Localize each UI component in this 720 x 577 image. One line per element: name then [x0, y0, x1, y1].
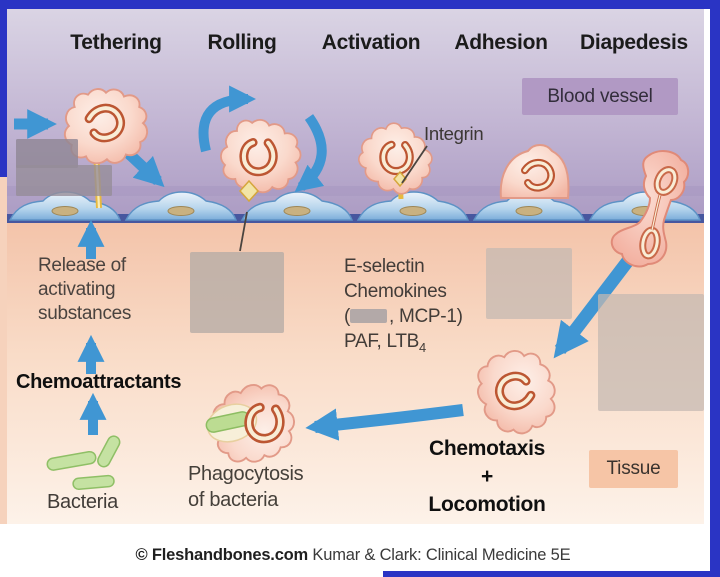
chemotaxis-line-2: + [481, 465, 493, 488]
mediators-line-3: ( , MCP-1) [344, 304, 463, 329]
release-line-1: Release of [38, 255, 126, 276]
mediators-line-1: E-selectin [344, 256, 425, 277]
redaction-inline-chemokine [350, 309, 388, 323]
redaction-boxes [16, 139, 704, 411]
mediators-text: E-selectin Chemokines ( , MCP-1) PAF, LTB… [344, 254, 463, 360]
release-line-2: activating [38, 279, 116, 300]
phagocytosis-line-1: Phagocytosis [188, 463, 304, 485]
leukocyte-diapedesis [610, 150, 690, 268]
stage-label-tethering: Tethering [70, 31, 162, 54]
mediators-paren-open: ( [344, 306, 351, 327]
tissue-region [7, 219, 704, 524]
tether-to-roll-arrow [123, 147, 165, 188]
selectin-bond-rolling [238, 179, 260, 203]
blood-vessel-label: Blood vessel [522, 78, 678, 115]
chemotaxis-line-1: Chemotaxis [428, 437, 546, 460]
mediators-paren-close: , MCP-1) [389, 306, 463, 327]
release-line-3: substances [38, 303, 132, 324]
redaction-box-mid-right [486, 248, 572, 319]
rolling-pointer-line [239, 211, 248, 252]
integrin-label: Integrin [424, 123, 484, 144]
caption-source: © Fleshandbones.com [135, 546, 309, 564]
chemotaxis-line-3: Locomotion [428, 493, 546, 516]
release-text: Release of activating substances [38, 254, 131, 326]
frame-border-left [0, 9, 7, 177]
phagocytosis-line-2: of bacteria [188, 489, 279, 511]
chemotaxis-to-phagocytosis-arrow [305, 404, 464, 441]
ltb4-subscript: 4 [419, 339, 426, 355]
redaction-box-tethering-upper [16, 139, 78, 168]
bacteria-label: Bacteria [47, 491, 118, 513]
stage-label-activation: Activation [321, 31, 421, 54]
frame-border-bottom [383, 571, 720, 577]
stage-label-diapedesis: Diapedesis [580, 31, 688, 54]
vessel-shadow-band [7, 186, 704, 196]
stage-label-adhesion: Adhesion [454, 31, 548, 54]
rolling-arrow-right [294, 114, 327, 193]
redaction-box-tethering-lower [16, 165, 112, 196]
chemotaxis-text: Chemotaxis + Locomotion [428, 435, 545, 519]
caption-reference: Kumar & Clark: Clinical Medicine 5E [308, 546, 571, 564]
redaction-box-rolling [190, 252, 284, 333]
mediators-line-4: PAF, LTB4 [344, 329, 463, 360]
phagocytosis-text: Phagocytosis of bacteria [188, 461, 304, 513]
redaction-box-right [598, 294, 704, 411]
stage-label-rolling: Rolling [207, 31, 277, 54]
paf-ltb-label: PAF, LTB [344, 331, 420, 352]
chemoattractants-label: Chemoattractants [16, 371, 182, 393]
leukocyte-nuclei [87, 105, 679, 441]
integrin-pointer-line [401, 145, 428, 184]
bacteria-cluster [46, 435, 121, 491]
mediators-line-2: Chemokines [344, 281, 447, 302]
endothelium-layer [7, 191, 704, 223]
tissue-left-edge [0, 176, 7, 524]
frame-border-top [0, 0, 720, 9]
caption: © Fleshandbones.com Kumar & Clark: Clini… [0, 546, 706, 565]
rolling-arrow-left [198, 85, 257, 153]
tissue-label: Tissue [589, 450, 678, 488]
frame-border-right [710, 0, 720, 577]
